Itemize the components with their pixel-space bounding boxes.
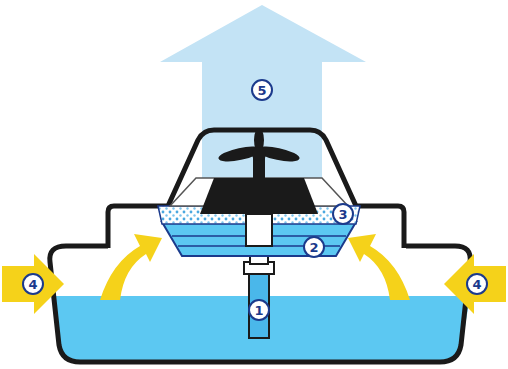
callout-marker: 5 [251,79,273,101]
callout-number: 5 [251,79,273,101]
water-tank [50,246,470,362]
callout-marker: 1 [248,299,270,321]
callout-number: 3 [332,203,354,225]
air-flow-arrow [348,234,410,300]
fan [217,128,301,180]
callout-marker: 3 [332,203,354,225]
callout-marker: 2 [303,236,325,258]
dry-air-arrow [2,254,64,314]
intake-tube [249,272,269,338]
moist-air-arrow [160,5,366,200]
callout-marker: 4 [466,273,488,295]
callout-number: 2 [303,236,325,258]
callout-number: 4 [466,273,488,295]
motor-shaft [246,214,272,246]
callout-number: 1 [248,299,270,321]
housing [108,130,404,248]
callout-number: 4 [22,273,44,295]
motor [200,178,318,214]
callout-marker: 4 [22,273,44,295]
dry-air-arrow [444,254,506,314]
air-flow-arrow [100,234,162,300]
